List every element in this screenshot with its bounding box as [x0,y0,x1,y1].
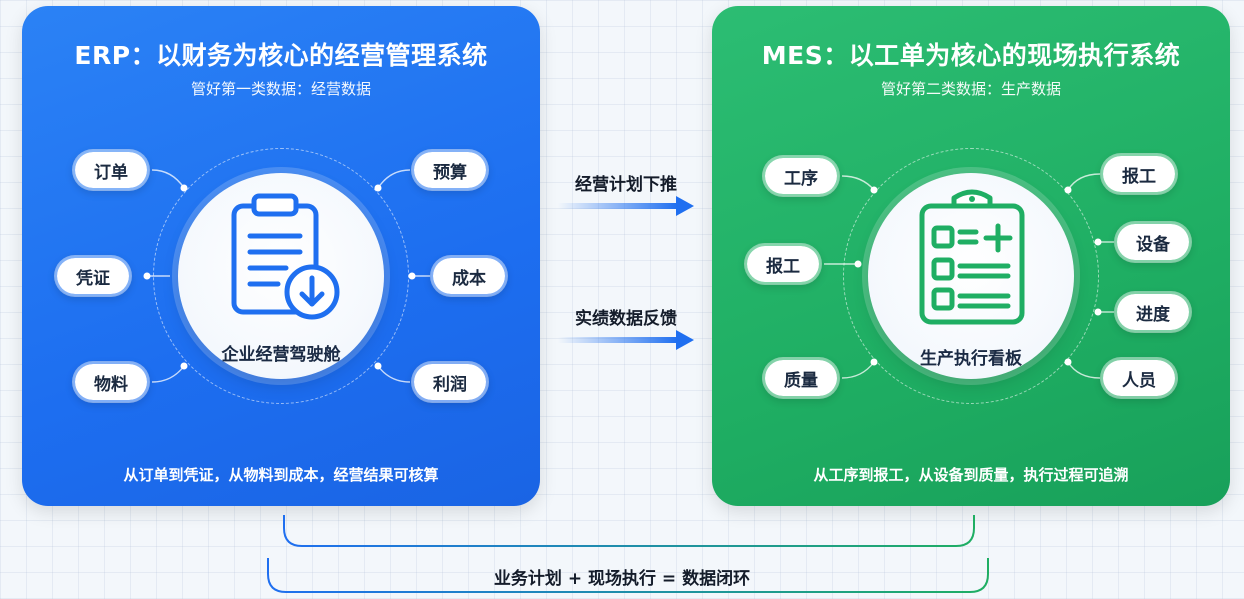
flow-bottom-label: 实绩数据反馈 [575,309,677,329]
mes-item-report-left: 报工 [744,243,822,285]
clipboard-checklist-icon [919,189,1025,325]
erp-item-profit: 利润 [411,361,489,403]
clipboard-download-icon [231,193,340,320]
mes-hub-label: 生产执行看板 [920,349,1022,369]
erp-subtitle: 管好第一类数据：经营数据 [190,80,371,98]
mes-item-quality: 质量 [762,357,840,399]
mes-item-equipment: 设备 [1114,221,1192,263]
flow-top-arrow-icon [558,196,694,216]
mes-dashed-ring [843,148,1099,404]
erp-dashed-ring [153,148,409,404]
erp-item-cost: 成本 [430,255,508,297]
mes-footer: 从工序到报工，从设备到质量，执行过程可追溯 [813,466,1129,484]
mes-item-progress: 进度 [1114,291,1192,333]
erp-footer: 从订单到凭证，从物料到成本，经营结果可核算 [123,466,439,484]
erp-item-order: 订单 [72,149,150,191]
flow-bottom-arrow-icon [558,330,694,350]
erp-item-budget: 预算 [411,149,489,191]
erp-item-voucher: 凭证 [54,255,132,297]
erp-item-material: 物料 [72,361,150,403]
mes-item-report-right: 报工 [1100,153,1178,195]
mes-item-personnel: 人员 [1100,357,1178,399]
closed-loop-label: 业务计划 + 现场执行 = 数据闭环 [493,569,751,589]
mes-panel: MES：以工单为核心的现场执行系统 管好第二类数据：生产数据 [712,6,1230,506]
erp-panel: ERP：以财务为核心的经营管理系统 管好第一类数据：经营数据 [22,6,540,506]
erp-hub-label: 企业经营驾驶舱 [221,345,341,365]
mes-item-process: 工序 [762,155,840,197]
flow-top-label: 经营计划下推 [575,175,677,195]
mes-title: MES：以工单为核心的现场执行系统 [761,41,1181,70]
erp-title: ERP：以财务为核心的经营管理系统 [74,41,488,70]
mes-subtitle: 管好第二类数据：生产数据 [880,80,1061,98]
